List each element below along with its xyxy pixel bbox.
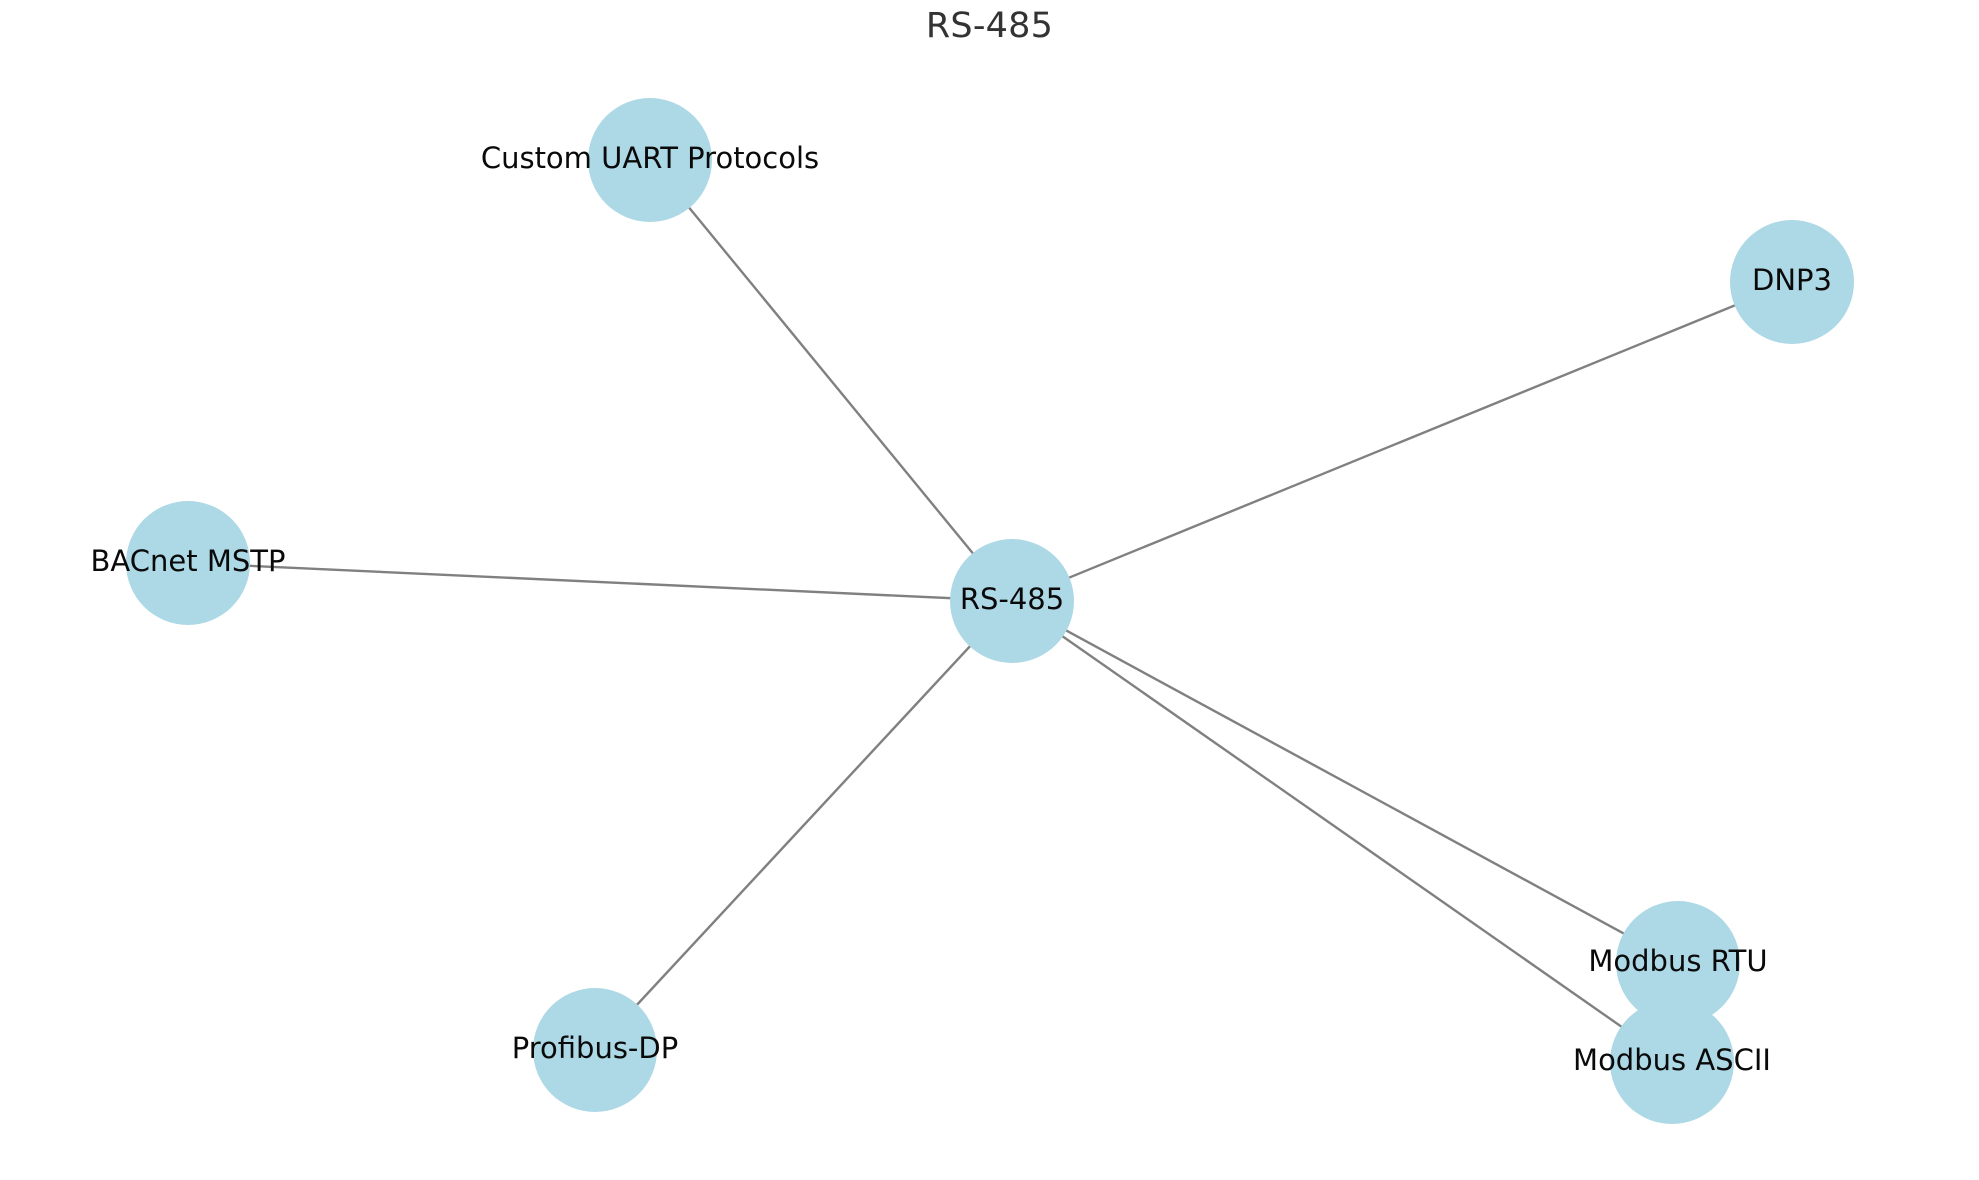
graph-edge xyxy=(649,159,1013,602)
node-label-dnp3: DNP3 xyxy=(1752,263,1832,297)
graph-edge xyxy=(1011,280,1793,603)
graph-node-profibus-dp[interactable] xyxy=(533,988,657,1112)
node-label-rs485: RS-485 xyxy=(960,582,1064,616)
node-label-modbus-ascii: Modbus ASCII xyxy=(1573,1043,1771,1077)
node-circle-modbus-ascii[interactable] xyxy=(1610,1000,1734,1124)
graph-node-dnp3[interactable] xyxy=(1730,220,1854,344)
graph-node-bacnet-mstp[interactable] xyxy=(126,501,250,625)
node-circle-modbus-rtu[interactable] xyxy=(1616,901,1740,1025)
graph-edge xyxy=(594,600,1013,1051)
graph-edge xyxy=(1011,599,1679,965)
page-title: RS-485 xyxy=(925,6,1054,46)
node-circle-bacnet-mstp[interactable] xyxy=(126,501,250,625)
graph-node-rs485[interactable] xyxy=(950,539,1074,663)
node-label-custom-uart: Custom UART Protocols xyxy=(481,141,819,175)
graph-node-custom-uart[interactable] xyxy=(588,98,712,222)
node-circle-profibus-dp[interactable] xyxy=(533,988,657,1112)
graph-edge xyxy=(187,561,1013,603)
edge-layer xyxy=(187,159,1793,1063)
node-circle-dnp3[interactable] xyxy=(1730,220,1854,344)
node-label-bacnet-mstp: BACnet MSTP xyxy=(91,544,286,578)
node-circle-custom-uart[interactable] xyxy=(588,98,712,222)
node-label-profibus-dp: Profibus-DP xyxy=(512,1031,678,1065)
graph-edge xyxy=(1011,600,1673,1063)
node-label-modbus-rtu: Modbus RTU xyxy=(1588,944,1767,978)
node-circle-rs485[interactable] xyxy=(950,539,1074,663)
graph-node-modbus-rtu[interactable] xyxy=(1616,901,1740,1025)
graph-node-modbus-ascii[interactable] xyxy=(1610,1000,1734,1124)
